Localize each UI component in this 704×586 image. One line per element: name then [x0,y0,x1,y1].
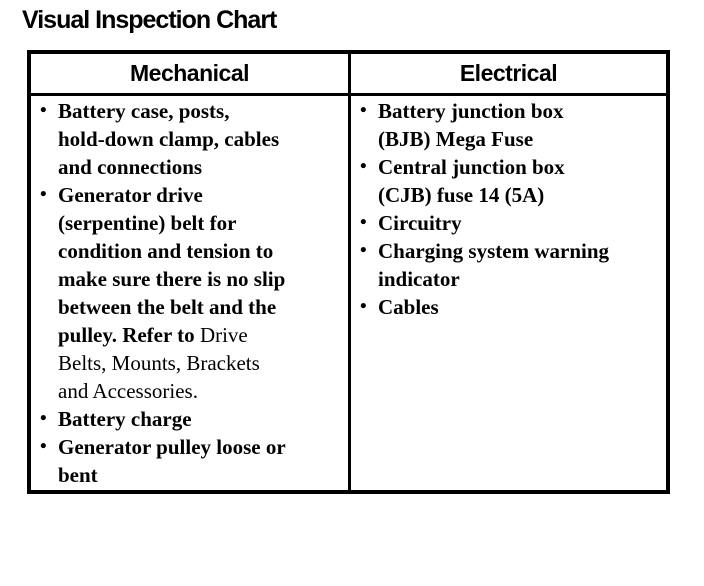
page-title: Visual Inspection Chart [22,6,277,34]
list-item-text: Generator pulley loose or bent [58,435,286,487]
list-item: • Battery case, posts, hold-down clamp, c… [31,97,346,181]
bullet-icon: • [40,184,47,205]
bullet-icon: • [360,296,367,317]
bullet-icon: • [360,240,367,261]
visual-inspection-table: Mechanical • Battery case, posts, hold-do… [27,50,670,494]
bullet-icon: • [360,100,367,121]
bullet-icon: • [360,156,367,177]
list-item: • Battery junction box (BJB) Mega Fuse [351,97,664,153]
list-item-text: Cables [378,295,439,319]
list-item-text: Central junction box (CJB) fuse 14 (5A) [378,155,565,207]
column-mechanical: Mechanical • Battery case, posts, hold-do… [31,54,351,490]
list-item-text: Battery charge [58,407,192,431]
column-header-mechanical: Mechanical [31,54,348,96]
bullet-icon: • [40,408,47,429]
list-item: • Generator pulley loose or bent [31,433,346,489]
list-item: • Central junction box (CJB) fuse 14 (5A) [351,153,664,209]
mechanical-list: • Battery case, posts, hold-down clamp, c… [31,97,348,489]
list-item-text: Battery case, posts, hold-down clamp, ca… [58,99,280,179]
list-item: • Cables [351,293,664,321]
bullet-icon: • [40,436,47,457]
list-item-text: Charging system warning indicator [378,239,610,291]
electrical-list: • Battery junction box (BJB) Mega Fuse • C… [351,97,666,321]
column-header-electrical: Electrical [351,54,666,96]
list-item-text-main: Generator drive (serpentine) belt for co… [58,183,286,347]
list-item-text: Circuitry [378,211,462,235]
reference-text: Drive Belts, Mounts, Brackets and Access… [58,323,260,403]
column-electrical: Electrical • Battery junction box (BJB) M… [351,54,666,490]
list-item: • Circuitry [351,209,664,237]
list-item: • Generator drive (serpentine) belt for c… [31,181,346,405]
bullet-icon: • [360,212,367,233]
list-item-text: Battery junction box (BJB) Mega Fuse [378,99,564,151]
list-item: • Charging system warning indicator [351,237,664,293]
list-item-text: Generator drive (serpentine) belt for co… [58,183,285,403]
list-item: • Battery charge [31,405,346,433]
bullet-icon: • [40,100,47,121]
